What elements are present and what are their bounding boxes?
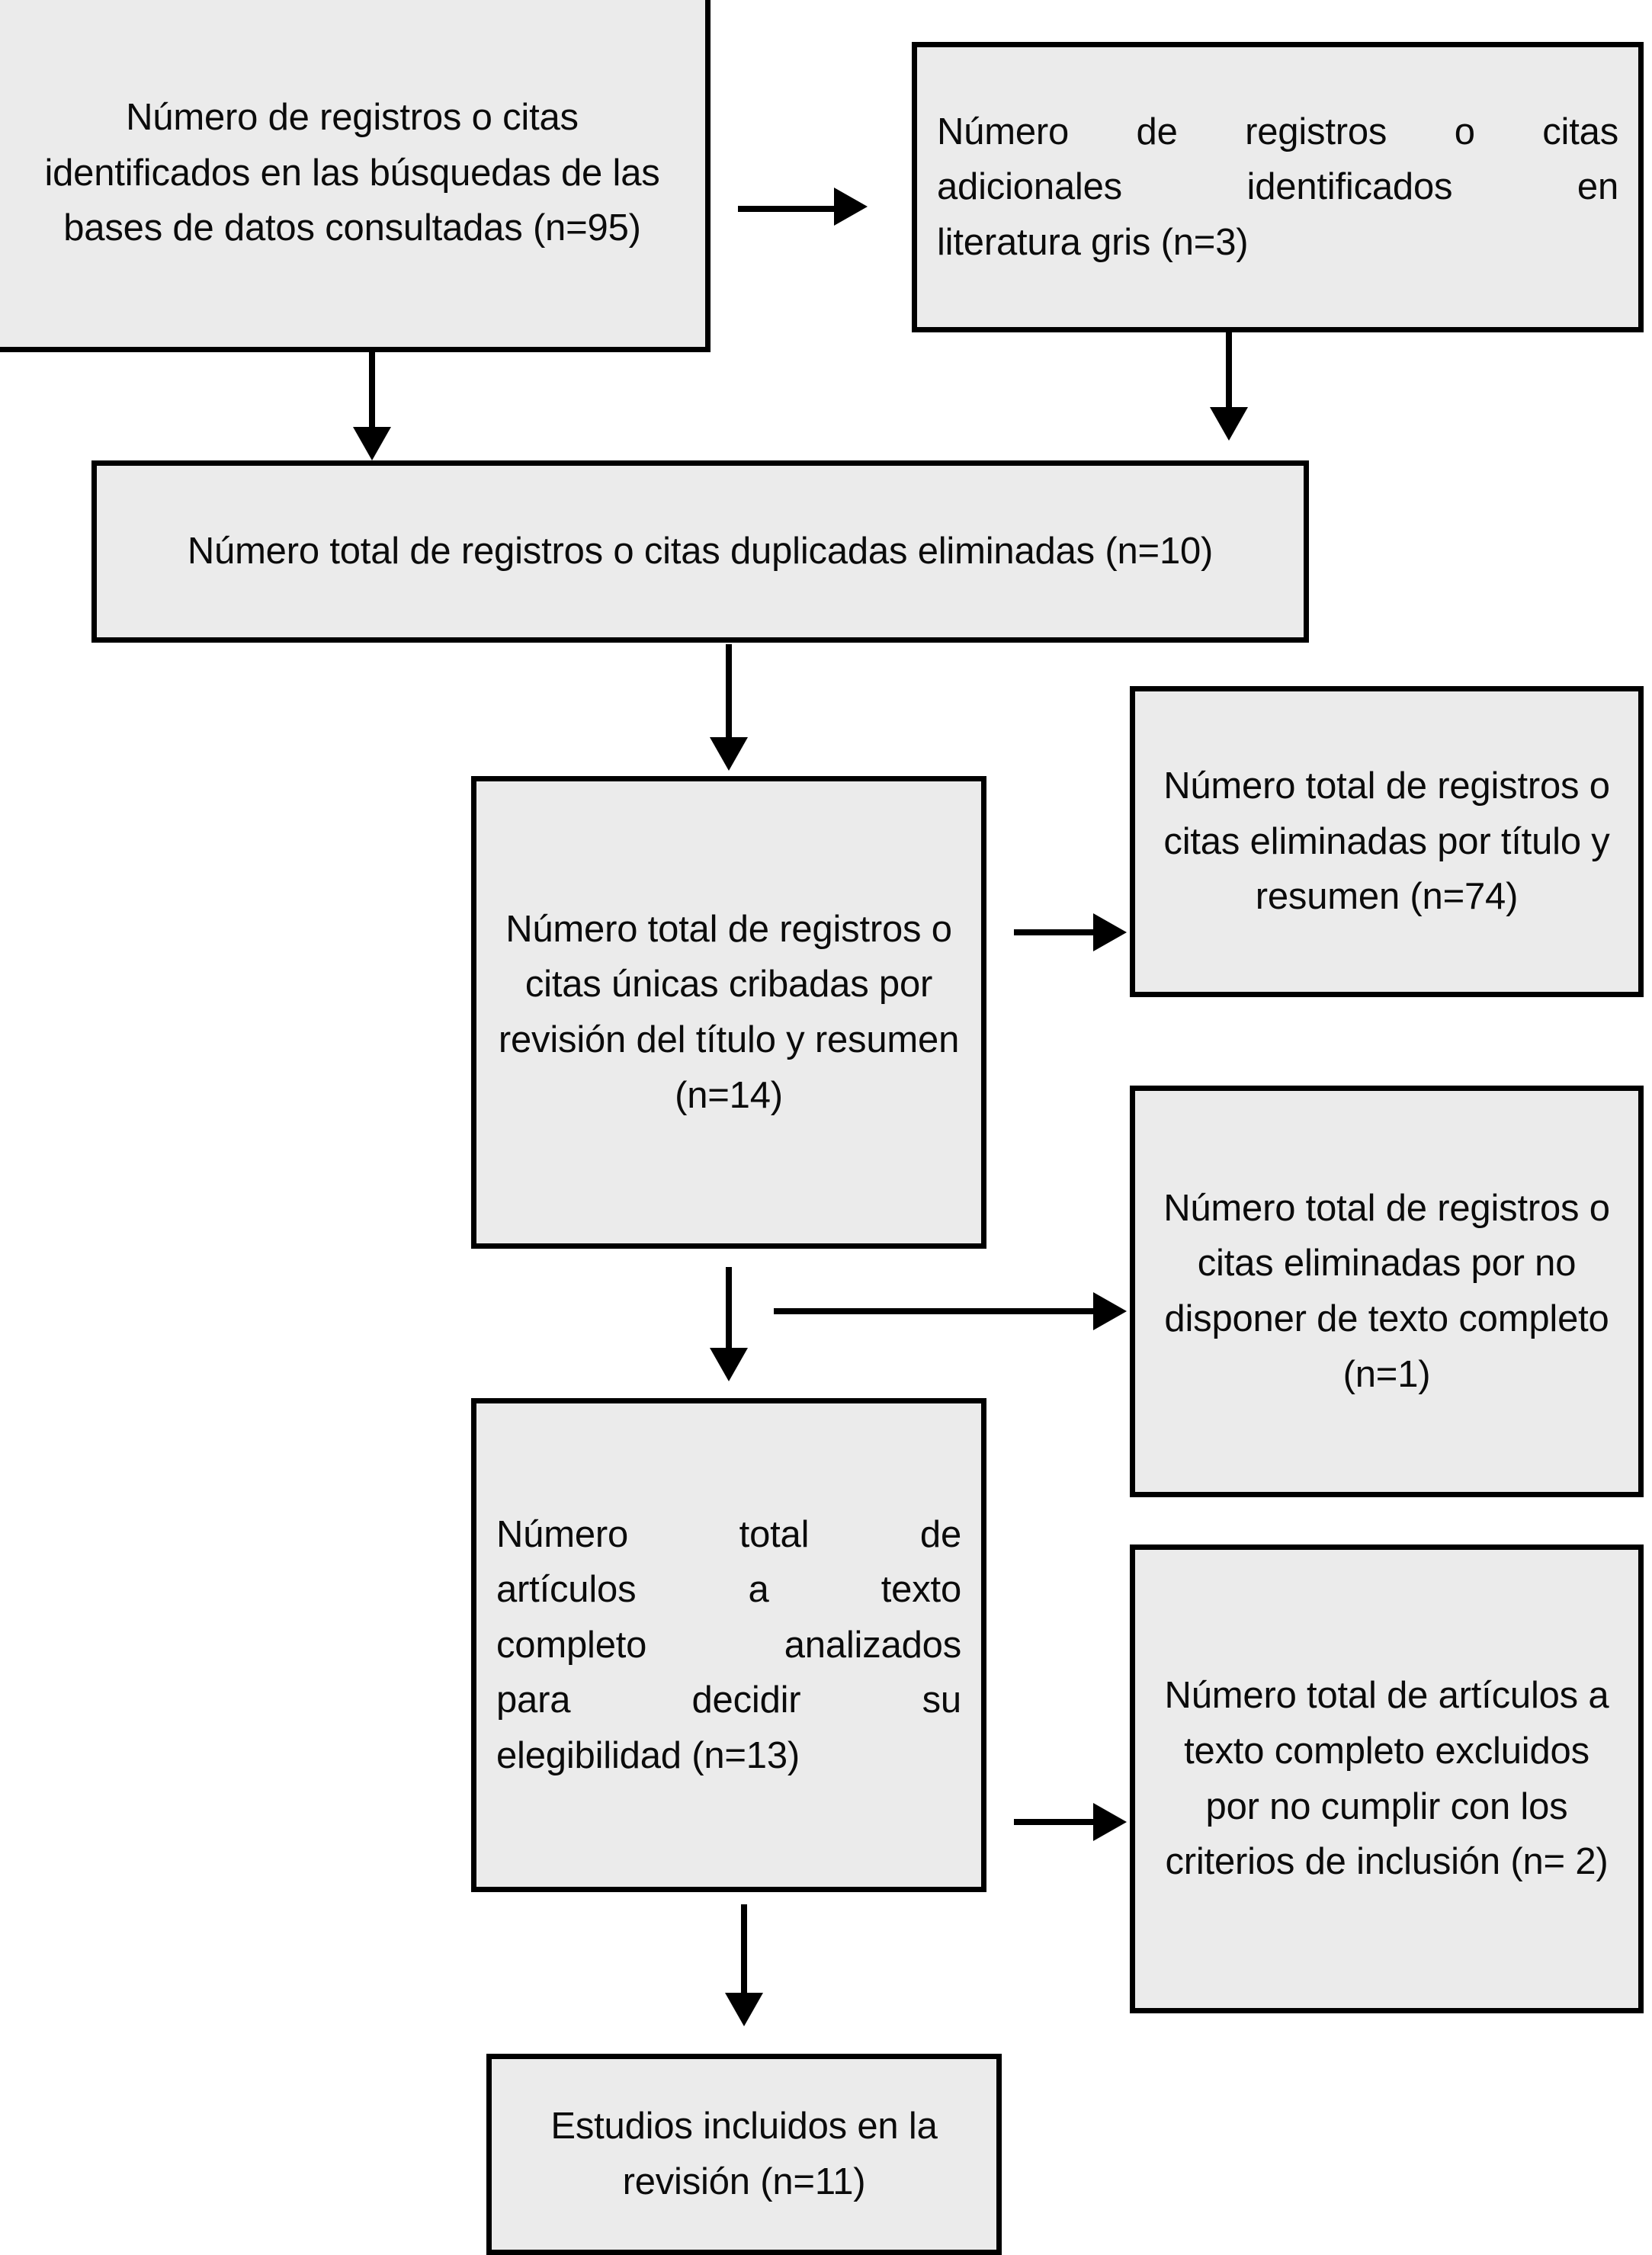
- line: artículos a texto: [496, 1569, 961, 1611]
- node-eliminadas-titulo-resumen: Número total de registros o citas elimin…: [1130, 686, 1644, 997]
- line: adicionales identificados en: [937, 166, 1618, 208]
- line: inclusión (n= 2): [1356, 1841, 1609, 1883]
- line: Número total de: [1163, 765, 1427, 807]
- line: Número total de: [505, 908, 769, 950]
- node-sin-texto-completo-text: Número total de registros o citas elimin…: [1155, 1181, 1618, 1402]
- line: por no cumplir con: [1205, 1785, 1511, 1827]
- node-excluidos-criterios-text: Número total de artículos a texto comple…: [1155, 1668, 1618, 1889]
- line: disponer de texto: [1164, 1298, 1448, 1339]
- node-eliminadas-titulo-resumen-text: Número total de registros o citas elimin…: [1155, 759, 1618, 925]
- line: los criterios de: [1165, 1785, 1568, 1883]
- line: resumen (n=74): [1255, 876, 1519, 918]
- node-identificados-bases-datos-text: Número de registros o citas identificado…: [19, 90, 685, 256]
- line: resumen (n=14): [675, 1019, 960, 1116]
- edge-cribadas-to-eliminadas-line: [1014, 929, 1096, 935]
- line: únicas cribadas por: [611, 964, 933, 1006]
- node-sin-texto-completo: Número total de registros o citas elimin…: [1130, 1086, 1644, 1497]
- node-cribadas-titulo-resumen-text: Número total de registros o citas únicas…: [496, 902, 961, 1123]
- edge-cribadas-to-sin-texto-completo-line: [774, 1308, 1096, 1314]
- node-texto-completo-elegibilidad: Número total de artículos a texto comple…: [471, 1398, 986, 1892]
- edge-cribadas-to-texto-completo-arrowhead: [710, 1348, 748, 1381]
- edge-texto-completo-to-estudios-line: [741, 1904, 747, 1997]
- line: registros o citas: [1197, 1187, 1610, 1285]
- line: Número de registros o citas: [937, 111, 1618, 152]
- line: Número total de: [1163, 1187, 1427, 1229]
- edge-duplicadas-to-cribadas-line: [726, 644, 732, 742]
- line: Número total de: [496, 1513, 961, 1555]
- node-literatura-gris-text: Número de registros o citas adicionales …: [937, 104, 1618, 271]
- line: Estudios incluidos en: [550, 2106, 899, 2148]
- edge-identificados-to-duplicadas-arrowhead: [353, 427, 391, 460]
- edge-literatura-gris-to-duplicadas-line: [1226, 332, 1232, 412]
- line: de las bases de datos: [63, 152, 660, 249]
- edge-cribadas-to-eliminadas-arrowhead: [1093, 913, 1127, 951]
- line: elegibilidad (n=13): [496, 1734, 800, 1776]
- edge-cribadas-to-sin-texto-completo-arrowhead: [1093, 1292, 1127, 1330]
- node-estudios-incluidos-text: Estudios incluidos en la revisión (n=11): [512, 2099, 977, 2209]
- node-duplicadas-eliminadas: Número total de registros o citas duplic…: [91, 460, 1309, 643]
- edge-texto-completo-to-estudios-arrowhead: [725, 1993, 763, 2026]
- line: la revisión (n=11): [622, 2106, 938, 2202]
- line: Número total de: [1164, 1675, 1429, 1717]
- node-estudios-incluidos: Estudios incluidos en la revisión (n=11): [486, 2054, 1002, 2255]
- node-cribadas-titulo-resumen: Número total de registros o citas únicas…: [471, 776, 986, 1249]
- node-texto-completo-elegibilidad-text: Número total de artículos a texto comple…: [496, 1507, 961, 1784]
- edge-duplicadas-to-cribadas-arrowhead: [710, 737, 748, 771]
- line: eliminadas por título y: [1249, 820, 1610, 862]
- edge-literatura-gris-to-duplicadas-arrowhead: [1210, 407, 1248, 441]
- line: (n=10): [1105, 531, 1214, 573]
- node-duplicadas-eliminadas-text: Número total de registros o citas duplic…: [117, 524, 1284, 579]
- node-excluidos-criterios: Número total de artículos a texto comple…: [1130, 1544, 1644, 2013]
- line: registros o citas: [1163, 765, 1610, 862]
- line: identificados en las búsquedas: [44, 152, 551, 194]
- line: Número de registros o citas: [126, 97, 579, 139]
- node-literatura-gris: Número de registros o citas adicionales …: [912, 42, 1644, 332]
- line: literatura gris (n=3): [937, 221, 1249, 263]
- edge-identificados-to-literatura-gris-arrowhead: [834, 188, 868, 226]
- line: registros o citas: [524, 908, 952, 1006]
- edge-identificados-to-literatura-gris-line: [738, 206, 834, 212]
- edge-texto-completo-to-excluidos-line: [1014, 1819, 1096, 1825]
- node-identificados-bases-datos: Número de registros o citas identificado…: [0, 0, 711, 352]
- line: completo excluidos: [1274, 1730, 1589, 1772]
- line: Número total de registros o citas duplic…: [187, 531, 1095, 573]
- edge-texto-completo-to-excluidos-arrowhead: [1093, 1803, 1127, 1841]
- line: completo (n=1): [1342, 1298, 1609, 1395]
- line: para decidir su: [496, 1679, 961, 1721]
- line: consultadas (n=95): [325, 207, 641, 249]
- edge-identificados-to-duplicadas-line: [369, 352, 375, 431]
- line: eliminadas por no: [1283, 1243, 1577, 1285]
- edge-cribadas-to-texto-completo-line: [726, 1267, 732, 1352]
- line: artículos a texto: [1184, 1675, 1609, 1772]
- line: revisión del título y: [498, 1019, 805, 1060]
- line: completo analizados: [496, 1624, 961, 1666]
